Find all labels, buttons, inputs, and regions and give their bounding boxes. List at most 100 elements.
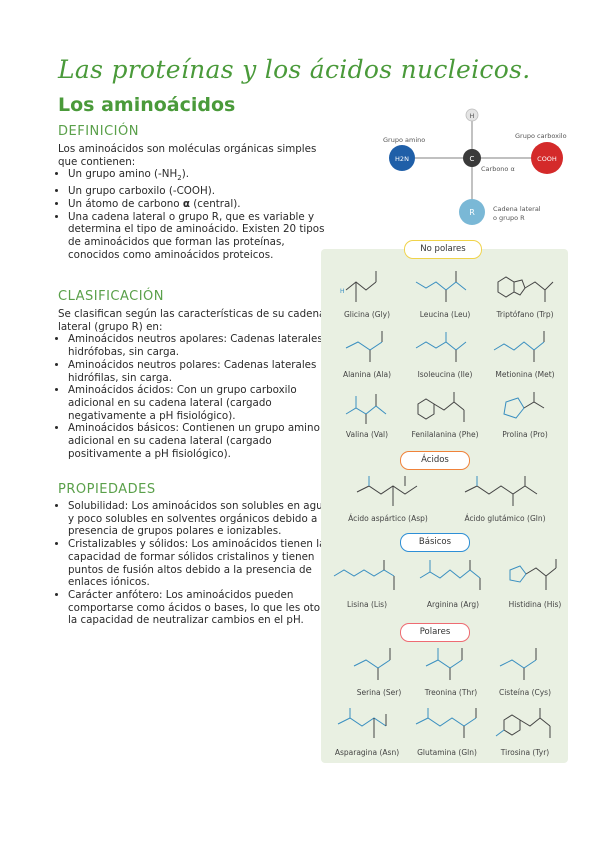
molecule-icon — [493, 331, 545, 362]
aminoacid-metionina: Metionina (Met) — [484, 328, 566, 379]
aminoacid-treonina: Treonina (Thr) — [410, 644, 492, 697]
clasificacion-item: Aminoácidos neutros polares: Cadenas lat… — [68, 359, 338, 384]
aminoacid-name: Serina (Ser) — [356, 688, 402, 697]
aminoacid-glutamico: Ácido glutámico (Gln) — [450, 472, 560, 523]
section-title: Los aminoácidos — [58, 94, 236, 116]
aminoacid-name: Fenilalanina (Phe) — [411, 430, 479, 439]
aminoacid-name: Valina (Val) — [345, 430, 389, 439]
aminoacid-name: Treonina (Thr) — [424, 688, 478, 697]
carboxyl-group — [531, 142, 563, 174]
definicion-intro: Los aminoácidos son moléculas orgánicas … — [58, 143, 317, 168]
aminoacid-name: Prolina (Pro) — [502, 430, 548, 439]
aminoacid-name: Glutamina (Gln) — [417, 748, 477, 757]
aminoacid-valina: Valina (Val) — [326, 388, 408, 439]
aminoacids-panel — [321, 249, 568, 763]
clasificacion-heading: CLASIFICACIÓN — [58, 289, 165, 304]
molecule-icon — [464, 476, 538, 506]
molecule-icon — [495, 708, 551, 738]
aminoacid-isoleucina: Isoleucina (Ile) — [404, 328, 486, 379]
clasificacion-item: Aminoácidos ácidos: Con un grupo carboxi… — [68, 384, 338, 422]
molecule-icon — [499, 648, 537, 680]
aminoacid-name: Triptófano (Trp) — [496, 310, 554, 319]
aminoacid-name: Tirosina (Tyr) — [500, 748, 550, 757]
svg-text:H: H — [340, 288, 345, 295]
molecule-icon — [509, 559, 557, 590]
definicion-item: Un grupo carboxilo (-COOH). — [68, 185, 338, 198]
molecule-icon — [503, 392, 545, 419]
molecule-icon — [333, 560, 394, 590]
molecule-icon — [345, 394, 387, 424]
r-group — [459, 199, 485, 225]
aminoacid-cisteina: Cisteína (Cys) — [484, 644, 566, 697]
amino-formula: H2N — [395, 155, 409, 163]
aminoacid-name: Glicina (Gly) — [343, 310, 391, 319]
aminoacid-name: Arginina (Arg) — [426, 600, 480, 609]
clasificacion-text: Se clasifican según las características … — [58, 308, 338, 460]
h-atom-label: H — [470, 112, 475, 120]
molecule-icon — [356, 476, 418, 506]
propiedades-item: Carácter anfótero: Los aminoácidos puede… — [68, 589, 338, 627]
molecule-icon — [497, 276, 554, 302]
aminoacid-scheme-diagram: H H2N Grupo amino C Carbono α COOH Grupo… — [383, 108, 567, 225]
propiedades-text: Solubilidad: Los aminoácidos son soluble… — [58, 500, 338, 627]
group-label-no-polares: No polares — [404, 240, 482, 259]
h-atom — [465, 108, 479, 122]
aminoacid-name: Metionina (Met) — [495, 370, 555, 379]
aminoacid-lisina: Lisina (Lis) — [326, 556, 408, 609]
aminoacid-asparagina: Asparagina (Asn) — [326, 704, 408, 757]
definicion-heading: DEFINICIÓN — [58, 124, 139, 139]
definicion-item: Un grupo amino (-NH2). — [68, 168, 338, 185]
aminoacid-fenilalanina: Fenilalanina (Phe) — [404, 388, 486, 439]
molecule-icon — [425, 648, 463, 680]
clasificacion-intro: Se clasifican según las características … — [58, 308, 326, 333]
aminoacid-serina: Serina (Ser) — [338, 644, 420, 697]
molecule-icon — [353, 648, 391, 680]
aminoacid-name: Asparagina (Asn) — [334, 748, 400, 757]
carboxyl-label: Grupo carboxilo — [515, 132, 567, 140]
group-label-basicos: Básicos — [400, 533, 470, 552]
clasificacion-item: Aminoácidos neutros apolares: Cadenas la… — [68, 333, 338, 358]
aminoacid-name: Ácido aspártico (Asp) — [348, 514, 428, 523]
carboxyl-formula: COOH — [537, 155, 557, 163]
molecule-icon — [415, 332, 467, 362]
aminoacid-name: Cisteína (Cys) — [498, 688, 552, 697]
aminoacid-histidina: Histidina (His) — [494, 556, 576, 609]
r-label-2: o grupo R — [493, 214, 525, 222]
molecule-icon — [417, 392, 465, 422]
molecule-icon — [345, 331, 383, 362]
aminoacid-aspartico: Ácido aspártico (Asp) — [338, 472, 438, 523]
aminoacid-name: Histidina (His) — [508, 600, 562, 609]
aminoacid-alanina: Alanina (Ala) — [326, 328, 408, 379]
group-label-polares: Polares — [400, 623, 470, 642]
clasificacion-item: Aminoácidos básicos: Contienen un grupo … — [68, 422, 338, 460]
molecule-icon — [337, 708, 386, 738]
propiedades-item: Cristalizables y sólidos: Los aminoácido… — [68, 538, 338, 589]
aminoacid-name: Ácido glutámico (Gln) — [464, 514, 546, 523]
aminoacid-prolina: Prolina (Pro) — [484, 388, 566, 439]
carbon-atom — [463, 149, 481, 167]
definicion-item: Una cadena lateral o grupo R, que es var… — [68, 211, 338, 262]
aminoacid-tirosina: Tirosina (Tyr) — [484, 704, 566, 757]
propiedades-item: Solubilidad: Los aminoácidos son soluble… — [68, 500, 338, 538]
r-label-1: Cadena lateral — [493, 205, 541, 213]
molecule-icon — [415, 708, 476, 738]
molecule-icon: H — [340, 271, 377, 302]
aminoacid-name: Leucina (Leu) — [419, 310, 471, 319]
molecule-icon — [419, 560, 480, 590]
carbon-letter: C — [470, 155, 475, 163]
page-title: Las proteínas y los ácidos nucleicos. — [58, 55, 531, 84]
molecule-icon — [415, 271, 467, 302]
aminoacid-triptofano: Triptófano (Trp) — [484, 268, 566, 319]
r-letter: R — [469, 208, 475, 217]
aminoacid-leucina: Leucina (Leu) — [404, 268, 486, 319]
aminoacid-glutamina: Glutamina (Gln) — [406, 704, 488, 757]
carbon-label: Carbono α — [481, 165, 515, 173]
aminoacid-name: Lisina (Lis) — [346, 600, 387, 609]
aminoacid-name: Alanina (Ala) — [342, 370, 392, 379]
amino-group — [389, 145, 415, 171]
propiedades-heading: PROPIEDADES — [58, 482, 156, 497]
aminoacid-arginina: Arginina (Arg) — [412, 556, 494, 609]
definicion-item: Un átomo de carbono α (central). — [68, 198, 338, 211]
amino-label: Grupo amino — [383, 136, 425, 144]
definicion-text: Los aminoácidos son moléculas orgánicas … — [58, 143, 338, 261]
